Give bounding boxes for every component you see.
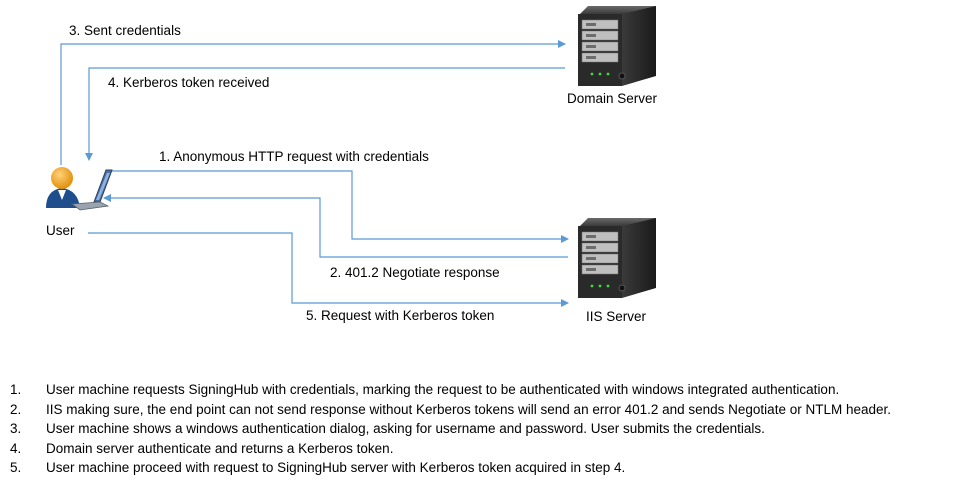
label-negotiate-response: 2. 401.2 Negotiate response bbox=[330, 265, 500, 280]
step-number: 3. bbox=[10, 421, 22, 436]
label-sent-credentials: 3. Sent credentials bbox=[69, 23, 181, 38]
step-number: 2. bbox=[10, 401, 22, 417]
step-item: 2. IIS making sure, the end point can not… bbox=[0, 400, 891, 420]
step-item: 1. User machine requests SigningHub with … bbox=[0, 380, 891, 400]
user-label: User bbox=[46, 223, 75, 238]
arrow-request-with-token bbox=[88, 232, 569, 307]
domain-server-label: Domain Server bbox=[567, 91, 658, 106]
step-text: IIS making sure, the end point can not s… bbox=[46, 401, 891, 417]
arrow-kerberos-received bbox=[85, 67, 565, 161]
flow-diagram bbox=[46, 6, 656, 307]
step-number: 4. bbox=[10, 440, 22, 456]
iis-server-icon bbox=[578, 218, 656, 298]
steps-list: 1. User machine requests SigningHub with … bbox=[0, 380, 891, 478]
iis-server-label: IIS Server bbox=[586, 309, 647, 324]
step-text: Domain server authenticate and returns a… bbox=[46, 440, 394, 456]
step-item: 4. Domain server authenticate and returns… bbox=[0, 439, 891, 459]
arrow-negotiate-response bbox=[103, 194, 568, 258]
arrow-sent-credentials bbox=[60, 40, 566, 165]
arrow-anonymous-request bbox=[112, 170, 569, 243]
step-item: 3. User machine shows a windows authentic… bbox=[0, 419, 891, 439]
step-text: User machine shows a windows authenticat… bbox=[46, 421, 765, 436]
user-laptop-icon bbox=[46, 167, 113, 211]
step-number: 1. bbox=[10, 382, 22, 397]
label-kerberos-received: 4. Kerberos token received bbox=[108, 75, 270, 90]
step-item: 5. User machine proceed with request to S… bbox=[0, 458, 891, 478]
step-text: User machine proceed with request to Sig… bbox=[46, 460, 626, 475]
domain-server-icon bbox=[578, 6, 656, 86]
label-anonymous-request: 1. Anonymous HTTP request with credentia… bbox=[159, 149, 429, 164]
step-number: 5. bbox=[10, 460, 22, 475]
step-text: User machine requests SigningHub with cr… bbox=[46, 382, 840, 397]
label-request-with-token: 5. Request with Kerberos token bbox=[306, 308, 495, 323]
